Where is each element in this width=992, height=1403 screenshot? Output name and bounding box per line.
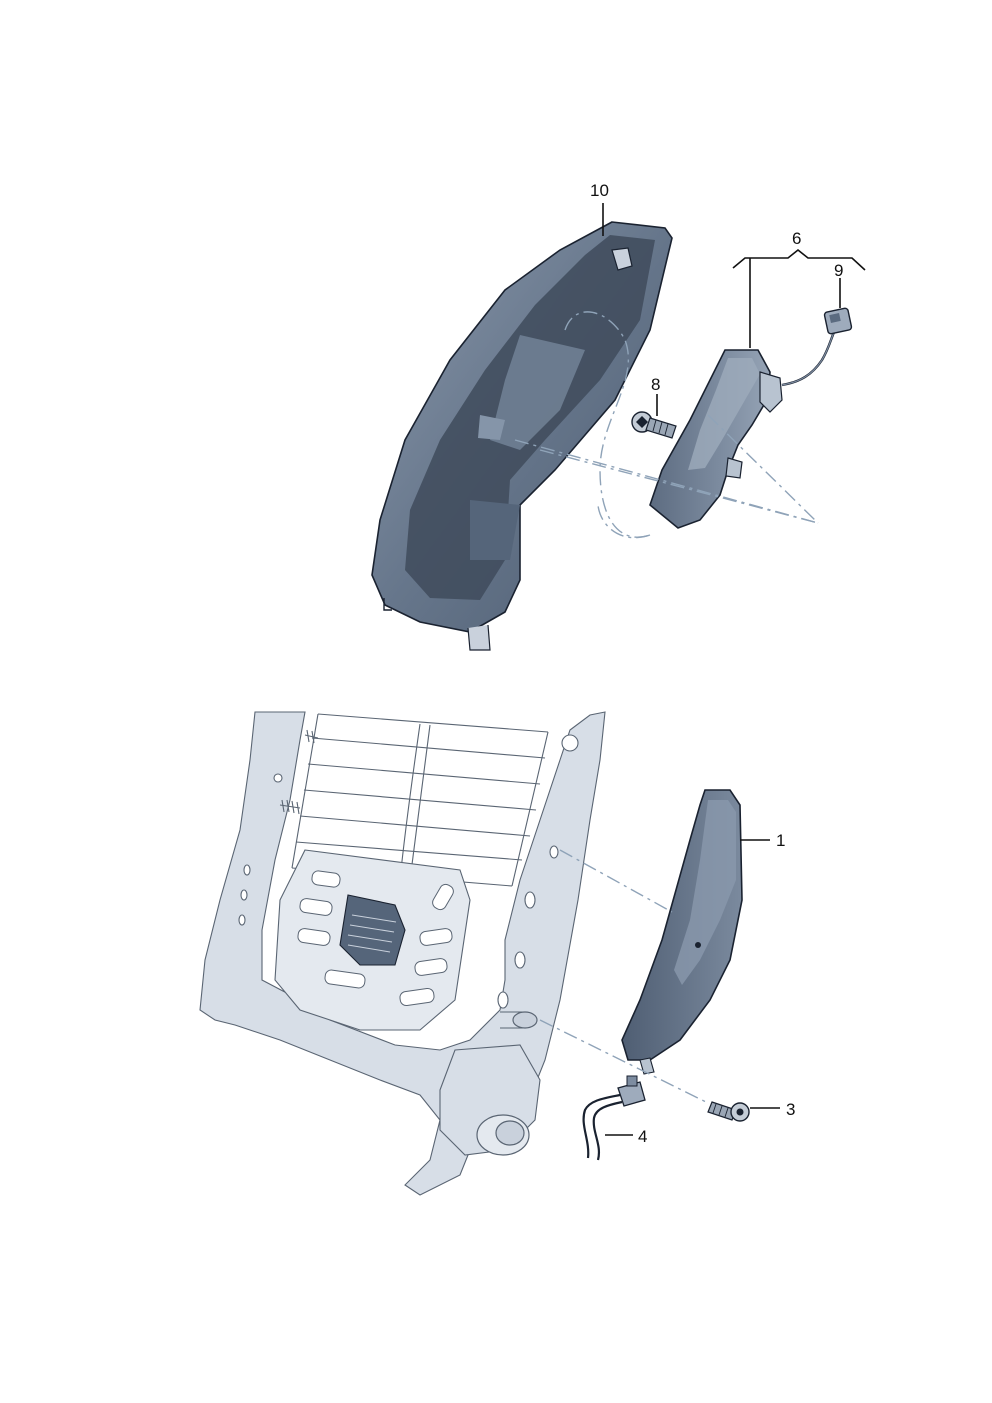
lumbar-plate-slots bbox=[297, 870, 454, 1007]
trim-panel-part-10 bbox=[371, 221, 673, 651]
recliner-hinge bbox=[439, 1011, 541, 1156]
screw-part-3 bbox=[707, 1101, 750, 1122]
seat-frame bbox=[199, 711, 606, 1196]
callout-9: 9 bbox=[834, 261, 843, 280]
wiring-connector-part-9 bbox=[781, 307, 853, 387]
callout-1: 1 bbox=[776, 831, 785, 850]
lumbar-motor bbox=[339, 894, 406, 966]
assembly-dash-lines-bottom bbox=[539, 849, 709, 1104]
callout-10: 10 bbox=[590, 181, 609, 200]
group-bracket-6 bbox=[732, 248, 866, 348]
side-airbag-part-1 bbox=[621, 789, 743, 1075]
assembly-dash-lines-top bbox=[514, 414, 819, 539]
wiring-harness-part-4 bbox=[582, 1075, 646, 1161]
airbag-module-part-6 bbox=[649, 349, 783, 529]
callout-3: 3 bbox=[786, 1100, 795, 1119]
callout-4: 4 bbox=[638, 1127, 647, 1146]
callout-8: 8 bbox=[651, 375, 660, 394]
callout-6: 6 bbox=[792, 229, 801, 248]
screw-part-8 bbox=[631, 411, 677, 439]
